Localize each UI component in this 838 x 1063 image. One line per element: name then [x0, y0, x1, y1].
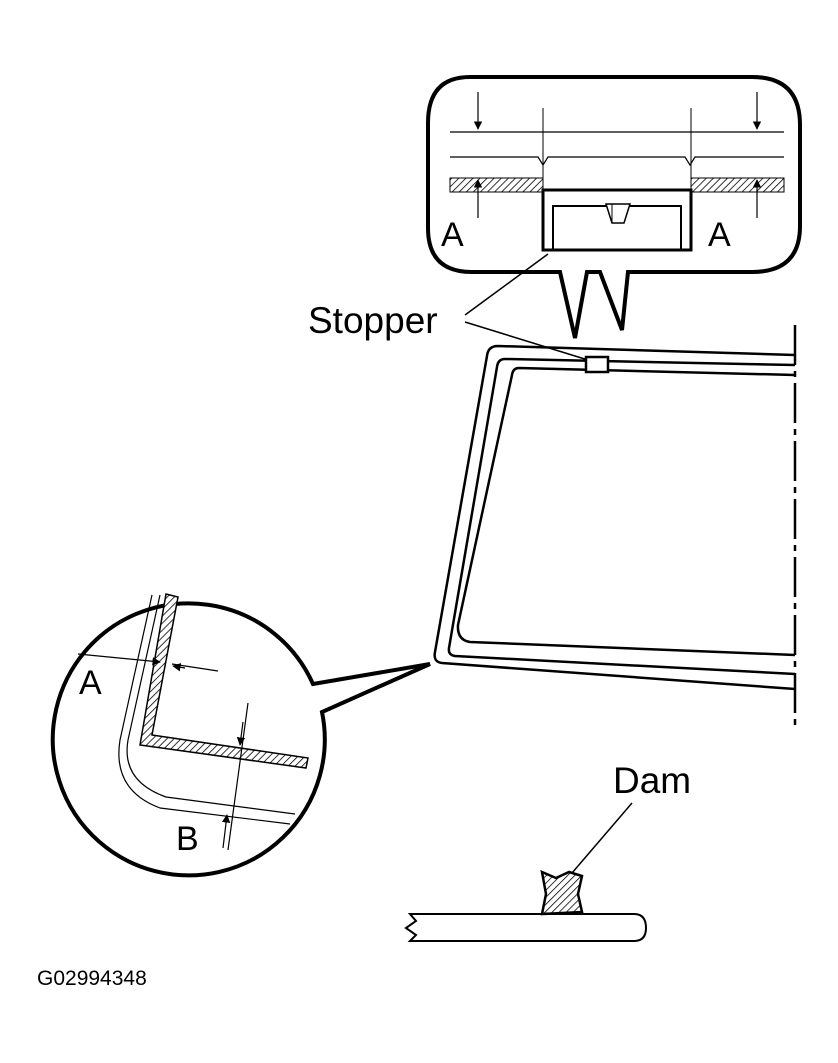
dam-section: Dam	[404, 760, 691, 942]
dimension-label-a-top-right: A	[708, 216, 731, 254]
dam-leader	[565, 802, 633, 881]
molding-section	[139, 593, 309, 769]
body-panel-right	[690, 177, 785, 193]
stopper-on-glass	[584, 355, 610, 374]
stopper-leader-upper	[464, 253, 549, 316]
dimension-label-a-detail: A	[79, 664, 102, 702]
figure-code: G02994348	[37, 967, 147, 990]
top-callout: A A	[426, 75, 802, 339]
windshield	[433, 325, 797, 730]
glass-section	[404, 913, 648, 942]
dam-label: Dam	[613, 760, 691, 801]
corner-detail-bubble	[50, 601, 431, 878]
body-panel-left	[449, 177, 544, 193]
dimension-label-b-detail: B	[176, 820, 199, 858]
stopper-label: Stopper	[308, 300, 438, 341]
corner-detail: A B	[50, 593, 431, 878]
dimension-label-a-top-left: A	[441, 216, 464, 254]
stopper-leader-lower	[464, 321, 589, 361]
dam-shape	[540, 869, 584, 916]
